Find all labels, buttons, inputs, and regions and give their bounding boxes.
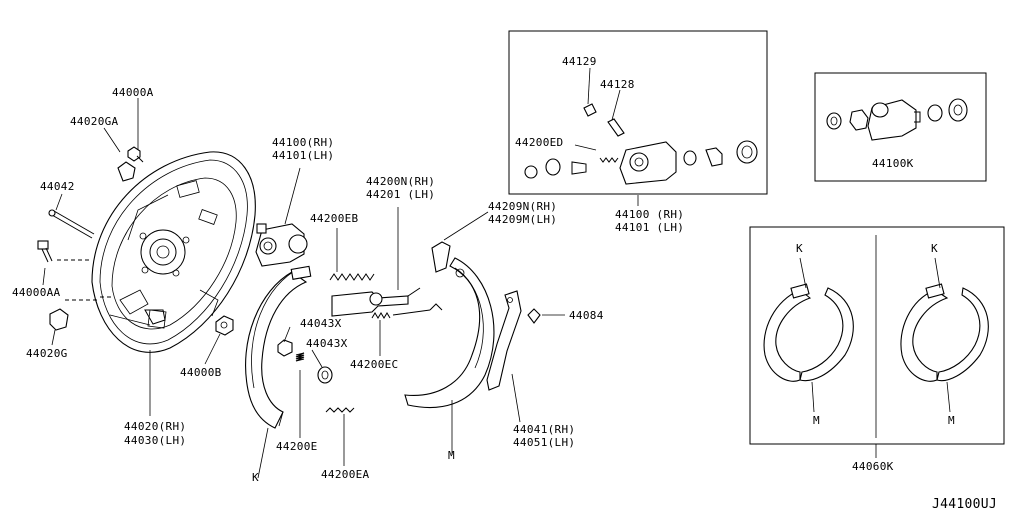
label-44084: 44084: [569, 309, 604, 322]
nut-44000B: [215, 315, 234, 336]
label-44020GA: 44020GA: [70, 115, 119, 128]
label-44200EC: 44200EC: [350, 358, 398, 371]
label-44043X-a: 44043X: [300, 317, 342, 330]
label-box-44101-lh: 44101 (LH): [615, 221, 684, 234]
bracket-44020GA: [117, 161, 136, 182]
wheel-cylinder-parts-row: [524, 103, 758, 185]
washer-44020G: [49, 308, 69, 331]
label-44128: 44128: [600, 78, 635, 91]
repair-kit-parts: [826, 98, 968, 141]
shoe-set-right: [900, 283, 989, 382]
label-44020G: 44020G: [26, 347, 68, 360]
brake-shoe-k-drawing: [245, 265, 312, 429]
label-44000AA: 44000AA: [12, 286, 61, 299]
bolt-44000AA: [37, 240, 53, 263]
label-44051-lh: 44051(LH): [513, 436, 575, 449]
brake-shoe-m-drawing: [404, 241, 495, 408]
label-k-left: K: [796, 242, 803, 255]
label-m-main: M: [448, 449, 455, 462]
spring-44200EB: [329, 228, 375, 281]
parking-lever-44041: [486, 290, 522, 391]
adjuster-44200N: [331, 207, 421, 317]
backing-plate-drawing: [91, 151, 256, 353]
wheel-cylinder-detail-box: [508, 30, 768, 195]
bolt-44000A: [127, 146, 144, 163]
label-44042: 44042: [40, 180, 75, 193]
spring-44200E: [295, 352, 305, 438]
wheel-cylinder-drawing: [255, 223, 308, 267]
label-44060K: 44060K: [852, 460, 894, 473]
cup-44043X: [311, 349, 333, 384]
label-44100-rh: 44100(RH): [272, 136, 334, 149]
bolt-44042: [48, 209, 95, 239]
label-44200N-rh: 44200N(RH): [366, 175, 435, 188]
label-44101-lh: 44101(LH): [272, 149, 334, 162]
retainer-44043X: [277, 326, 293, 357]
shoe-set-box: [749, 226, 1005, 445]
label-44043X-b: 44043X: [306, 337, 348, 350]
label-44209M-lh: 44209M(LH): [488, 213, 557, 226]
diagram-id: J44100UJ: [932, 497, 997, 512]
label-m-left: M: [813, 414, 820, 427]
label-44030-lh: 44030(LH): [124, 434, 186, 447]
label-44200ED: 44200ED: [515, 136, 563, 149]
label-44100K: 44100K: [872, 157, 914, 170]
shoe-set-left: [763, 283, 854, 382]
clip-44084: [527, 308, 565, 324]
label-44000B: 44000B: [180, 366, 222, 379]
label-m-right: M: [948, 414, 955, 427]
label-44200E: 44200E: [276, 440, 318, 453]
label-44200EA: 44200EA: [321, 468, 370, 481]
label-44020-rh: 44020(RH): [124, 420, 186, 433]
label-44129: 44129: [562, 55, 597, 68]
label-box-44100-rh: 44100 (RH): [615, 208, 684, 221]
label-44209N-rh: 44209N(RH): [488, 200, 557, 213]
label-44041-rh: 44041(RH): [513, 423, 575, 436]
label-k-main: K: [252, 471, 259, 484]
label-k-right: K: [931, 242, 938, 255]
label-44200EB: 44200EB: [310, 212, 359, 225]
repair-kit-box: [814, 72, 987, 182]
label-44201-lh: 44201 (LH): [366, 188, 435, 201]
spring-44200EA: [325, 407, 355, 466]
label-44000A: 44000A: [112, 86, 154, 99]
spring-44200EC: [371, 303, 443, 356]
